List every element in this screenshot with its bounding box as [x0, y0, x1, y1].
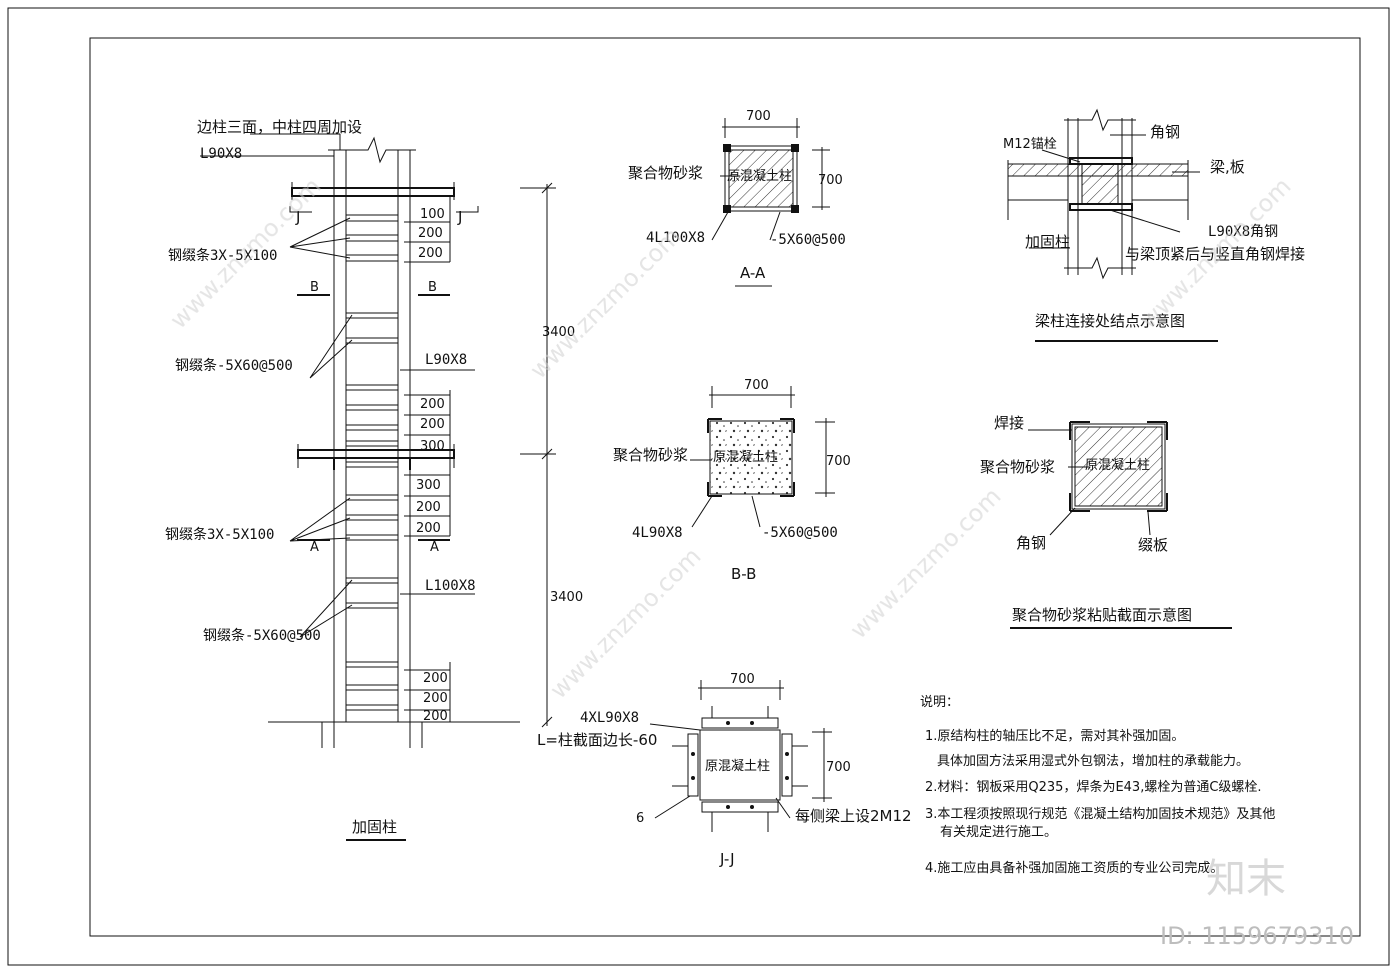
- watermark-site-5: www.znzmo.com: [844, 482, 1006, 644]
- joint-detail: M12锚栓 角钢 梁,板 L90X8角钢 与梁顶紧后与竖直角钢焊接 加固柱 梁柱…: [1003, 108, 1305, 342]
- bb-angle: 4L90X8: [632, 525, 683, 541]
- jj-caption: J-J: [719, 850, 735, 868]
- dim-200-i: 200: [423, 709, 448, 724]
- section-b-left: B: [310, 280, 319, 295]
- section-j-left: J: [295, 208, 300, 226]
- bb-concrete: 原混凝土柱: [713, 449, 778, 465]
- top-note: 边柱三面，中柱四周加设: [197, 118, 362, 136]
- joint-beam: 梁,板: [1210, 158, 1245, 176]
- dim-200-c: 200: [420, 397, 445, 412]
- aa-height: 700: [818, 173, 843, 188]
- bb-plate: -5X60@500: [762, 525, 838, 541]
- dim-200-a: 200: [418, 226, 443, 241]
- dimension-chain-small: [404, 195, 451, 722]
- bb-height: 700: [826, 454, 851, 469]
- watermark-site-2: www.znzmo.com: [524, 222, 686, 384]
- aa-angle: 4L100X8: [646, 230, 705, 246]
- jj-width: 700: [730, 672, 755, 687]
- jj-weld: 6: [636, 811, 644, 826]
- notes: 说明： 1.原结构柱的轴压比不足，需对其补强加固。 具体加固方法采用湿式外包钢法…: [920, 695, 1275, 876]
- aa-caption: A-A: [740, 264, 766, 282]
- notes-line-6: 4.施工应由具备补强加固施工资质的专业公司完成。: [925, 860, 1223, 876]
- section-b-right: B: [428, 280, 437, 295]
- angle-lower-label: L100X8: [425, 578, 476, 594]
- notes-line-3: 2.材料：钢板采用Q235，焊条为E43,螺栓为普通C级螺栓.: [925, 779, 1262, 795]
- bb-width: 700: [744, 378, 769, 393]
- mortar-weld: 焊接: [994, 414, 1024, 432]
- height-upper: 3400: [542, 325, 575, 340]
- dim-200-d: 200: [420, 417, 445, 432]
- watermark-site-4: www.znzmo.com: [544, 542, 706, 704]
- batten-lower-label-2: 钢缀条-5X60@500: [203, 627, 321, 644]
- jj-angle: 4XL90X8: [580, 710, 639, 726]
- joint-angle-note: L90X8角钢: [1208, 224, 1278, 240]
- aa-mortar: 聚合物砂浆: [628, 164, 703, 182]
- aa-plate: -5X60@500: [770, 232, 846, 248]
- outer-frame: [7, 7, 1390, 966]
- mortar-mortar: 聚合物砂浆: [980, 458, 1055, 476]
- dim-200-h: 200: [423, 691, 448, 706]
- batten-lower-label-1: 钢缀条3X-5X100: [165, 526, 274, 543]
- notes-line-4: 3.本工程须按照现行规范《混凝土结构加固技术规范》及其他: [925, 806, 1275, 822]
- watermark-brand: 知末: [1206, 856, 1286, 902]
- elevation-caption: 加固柱: [352, 818, 397, 836]
- bb-caption: B-B: [731, 565, 756, 583]
- aa-width: 700: [746, 109, 771, 124]
- battens-upper: [345, 214, 399, 468]
- dim-300-a: 300: [420, 439, 445, 454]
- battens-lower: [345, 494, 399, 711]
- mortar-concrete: 原混凝土柱: [1085, 457, 1150, 473]
- height-lower: 3400: [550, 590, 583, 605]
- top-angle-label: L90X8: [200, 146, 242, 162]
- joint-column: 加固柱: [1025, 233, 1070, 251]
- dim-300-b: 300: [416, 478, 441, 493]
- mortar-angle: 角钢: [1016, 534, 1046, 552]
- angle-upper-label: L90X8: [425, 352, 467, 368]
- joint-weld-note: 与梁顶紧后与竖直角钢焊接: [1125, 245, 1305, 263]
- jj-concrete: 原混凝土柱: [705, 758, 770, 774]
- dim-100: 100: [420, 207, 445, 222]
- aa-concrete: 原混凝土柱: [727, 168, 792, 184]
- dim-200-e: 200: [416, 500, 441, 515]
- dim-200-b: 200: [418, 246, 443, 261]
- drawing-border: [89, 37, 1361, 937]
- notes-line-5: 有关规定进行施工。: [940, 825, 1057, 840]
- section-aa: 700 700 聚合物砂浆 原混凝土柱 4L100X8 -5X60@500 A-…: [628, 109, 846, 287]
- batten-upper-label-2: 钢缀条-5X60@500: [175, 357, 293, 374]
- batten-upper-label-1: 钢缀条3X-5X100: [168, 247, 277, 264]
- jj-length-note: L=柱截面边长-60: [537, 731, 657, 749]
- jj-bolt-note: 每侧梁上设2M12: [795, 807, 912, 825]
- column-elevation: 边柱三面，中柱四周加设 L90X8 J J B B A A 钢缀条3X-5X10…: [165, 118, 583, 841]
- section-a-left: A: [310, 540, 319, 555]
- section-bb: 700 700 聚合物砂浆 原混凝土柱 4L90X8 -5X60@500 B-B: [613, 378, 851, 583]
- joint-angle: 角钢: [1150, 123, 1180, 141]
- notes-title: 说明：: [920, 695, 959, 710]
- notes-line-2: 具体加固方法采用湿式外包钢法，增加柱的承载能力。: [937, 753, 1249, 769]
- joint-caption: 梁柱连接处结点示意图: [1035, 312, 1185, 330]
- mortar-plate: 缀板: [1138, 536, 1168, 554]
- section-jj: 700 700 4XL90X8 L=柱截面边长-60 原混凝土柱 6 每侧梁上设…: [537, 672, 912, 868]
- bb-mortar: 聚合物砂浆: [613, 446, 688, 464]
- section-j-right: J: [457, 208, 462, 226]
- dim-200-f: 200: [416, 521, 441, 536]
- section-a-right: A: [430, 540, 439, 555]
- jj-height: 700: [826, 760, 851, 775]
- joint-anchor: M12锚栓: [1003, 137, 1057, 152]
- notes-line-1: 1.原结构柱的轴压比不足，需对其补强加固。: [925, 728, 1184, 744]
- watermark-id: ID: 1159679310: [1160, 922, 1354, 950]
- dim-200-g: 200: [423, 671, 448, 686]
- mortar-caption: 聚合物砂浆粘贴截面示意图: [1012, 606, 1192, 624]
- mortar-detail: 焊接 聚合物砂浆 原混凝土柱 角钢 缀板 聚合物砂浆粘贴截面示意图: [980, 414, 1232, 629]
